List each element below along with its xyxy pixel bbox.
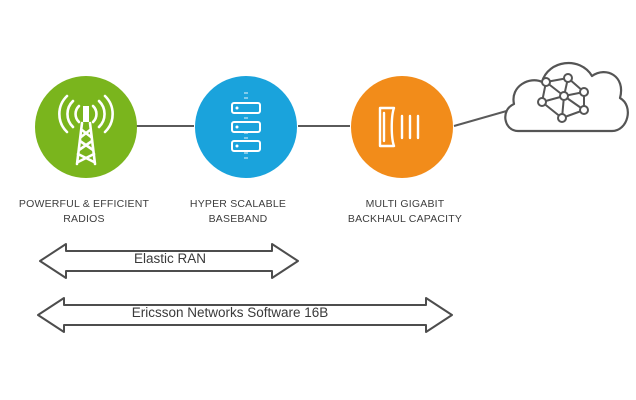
connector-backhaul-cloud (453, 109, 511, 127)
baseband-label-line1: HYPER SCALABLE (189, 198, 287, 210)
microwave-link-icon (378, 106, 420, 148)
backhaul-label: MULTI GIGABIT BACKHAUL CAPACITY (330, 197, 480, 227)
server-stack-icon (231, 92, 261, 162)
radios-label: POWERFUL & EFFICIENT RADIOS (4, 197, 164, 227)
radios-circle (35, 76, 137, 178)
radios-node (35, 76, 137, 178)
radios-label-line2: RADIOS (63, 213, 105, 225)
baseband-label: HYPER SCALABLE BASEBAND (178, 197, 298, 227)
elastic-ran-label: Elastic RAN (133, 251, 206, 266)
radio-tower-icon (58, 94, 114, 166)
elastic-ran-arrow (39, 243, 299, 279)
backhaul-label-line2: BACKHAUL CAPACITY (347, 213, 463, 225)
cloud-network-icon (504, 61, 629, 133)
radios-label-line1: POWERFUL & EFFICIENT (18, 198, 150, 210)
networks-software-arrow (37, 297, 453, 333)
network-mesh-icon (537, 73, 589, 123)
backhaul-label-line1: MULTI GIGABIT (365, 198, 445, 210)
networks-software-label: Ericsson Networks Software 16B (131, 305, 329, 320)
baseband-node (195, 76, 297, 178)
backhaul-node (351, 76, 453, 178)
baseband-label-line2: BASEBAND (208, 213, 268, 225)
